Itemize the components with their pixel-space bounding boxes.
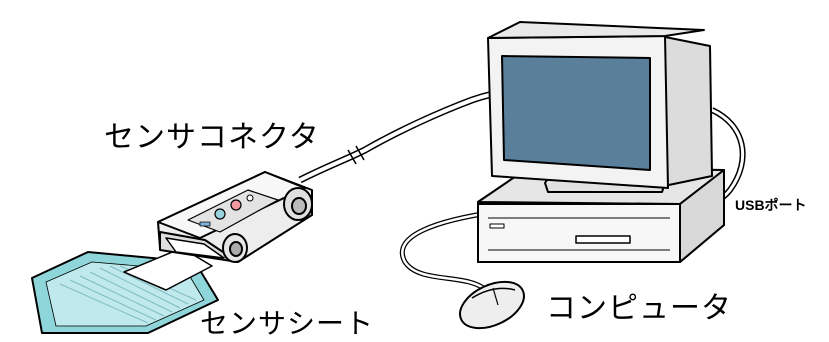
computer-monitor: [487, 21, 713, 193]
usb-port-label: USBポート: [735, 197, 807, 213]
mouse-cable: [400, 209, 496, 294]
monitor-screen: [501, 55, 651, 171]
sensor-sheet-label: センサシート: [200, 307, 375, 340]
sensor-sheet: [31, 247, 219, 334]
computer-mouse: [459, 280, 525, 330]
computer-label: コンピュータ: [546, 291, 732, 326]
sensor-connector-label: センサコネクタ: [104, 120, 320, 155]
sensor-connector: [157, 171, 313, 263]
